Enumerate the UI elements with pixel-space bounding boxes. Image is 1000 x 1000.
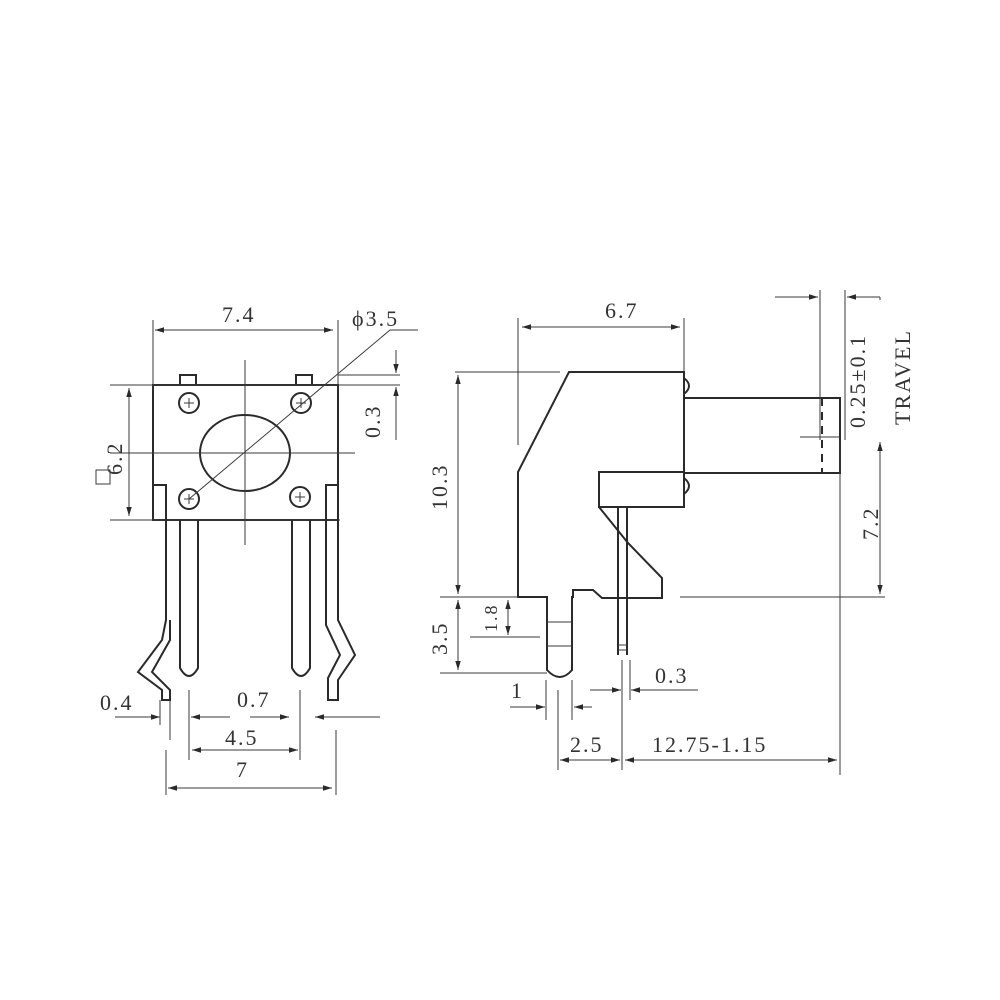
lead-inner-right <box>291 520 311 677</box>
dim-travel-value: 0.25±0.1 <box>845 334 870 428</box>
lead-outer-right <box>325 484 357 701</box>
dim-12-75: 12.75-1.15 <box>652 732 767 757</box>
dim-2-5: 2.5 <box>570 732 604 757</box>
front-view: 7.4 ϕ3.5 6.2 0.3 0.4 0.7 4.5 7 <box>95 302 418 795</box>
travel-label: TRAVEL <box>890 329 915 425</box>
dim-hole-diameter: ϕ3.5 <box>352 306 399 331</box>
dim-6-7: 6.7 <box>605 298 639 323</box>
square-symbol <box>95 469 111 485</box>
bumps <box>683 377 690 495</box>
dim-0-4: 0.4 <box>100 690 134 715</box>
top-nub-left <box>179 374 197 386</box>
switch-body-side <box>517 371 685 678</box>
dim-0-3-front: 0.3 <box>360 405 385 439</box>
dim-4-5: 4.5 <box>225 725 259 750</box>
dim-6-2: 6.2 <box>102 442 127 476</box>
dim-7-4: 7.4 <box>222 302 256 327</box>
side-view: 6.7 10.3 3.5 1.8 1 0.3 2.5 12.75-1.15 7.… <box>427 290 915 775</box>
lead-outer-left <box>136 484 171 701</box>
inner-block <box>598 471 685 508</box>
dim-1: 1 <box>511 678 524 703</box>
dim-0-3-side: 0.3 <box>655 663 689 688</box>
thin-pin <box>617 507 628 655</box>
dim-10-3: 10.3 <box>427 464 452 511</box>
dim-0-7: 0.7 <box>237 687 271 712</box>
dim-7: 7 <box>236 757 249 782</box>
lead-inner-left <box>179 520 199 677</box>
dim-7-2: 7.2 <box>858 507 883 541</box>
dim-3-5: 3.5 <box>427 622 452 656</box>
actuator-plunger <box>683 397 841 474</box>
top-nub-right <box>295 374 313 386</box>
dim-1-8: 1.8 <box>481 604 501 633</box>
